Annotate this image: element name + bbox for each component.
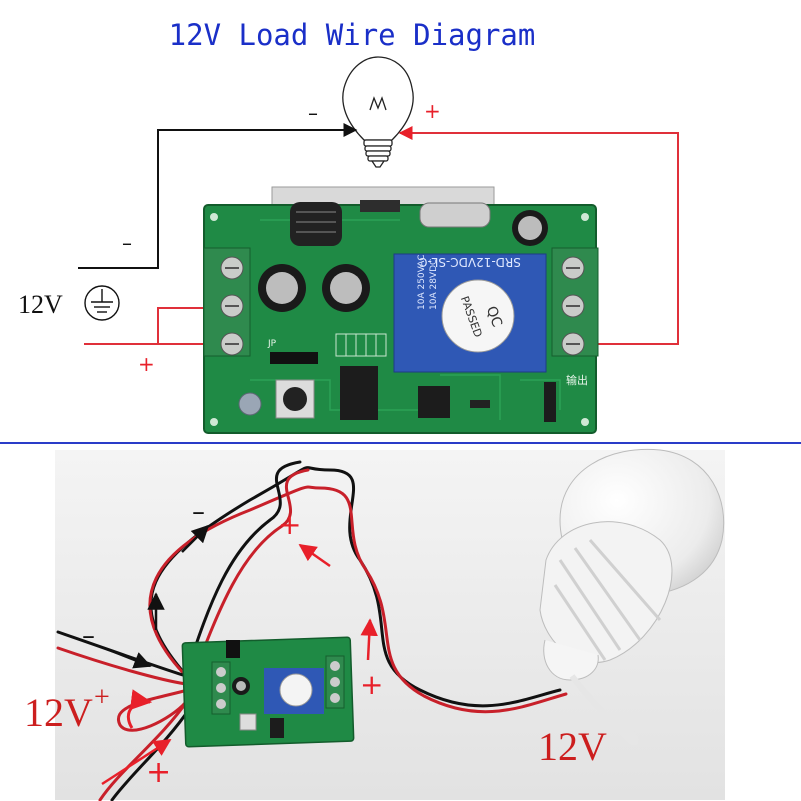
qc-passed-seal: QC PASSED [441, 279, 515, 353]
input-plus-label: + [138, 352, 155, 376]
output-terminal-block [551, 247, 599, 357]
capacitor-left [258, 264, 306, 312]
ground-icon [84, 285, 120, 321]
photo-voltage-right: 12V [538, 724, 607, 769]
small-ic [418, 386, 450, 418]
black-wire-to-lamp [78, 123, 358, 269]
photo-plus-right: + [360, 668, 383, 701]
decoder-ic [340, 366, 378, 420]
wire-pair-to-bulb [148, 460, 568, 714]
antenna-coil [290, 202, 342, 246]
relay-model-text: SRD-12VDC-SL-C [419, 255, 521, 269]
jumper-label: JP [267, 339, 277, 349]
lamp-minus-label: – [308, 101, 318, 125]
seal-qc-text: QC [483, 304, 505, 329]
lamp-icon [342, 56, 414, 168]
pin-header [335, 333, 387, 357]
capacitor-right [322, 264, 370, 312]
light-bulb-photo [539, 448, 725, 746]
indicator-led [238, 392, 262, 416]
supply-voltage-label: 12V [18, 290, 63, 319]
top-wiring-schematic: 12V Load Wire Diagram – + – + 12V [18, 18, 679, 434]
receiver-pcb: SRD-12VDC-SL-C 10A 250VAC 10A 28VDC QC P… [203, 186, 599, 434]
input-minus-label: – [122, 231, 132, 255]
photo-plus-top: + [278, 508, 301, 541]
photo-voltage-left: 12V [24, 690, 93, 735]
crystal-oscillator [419, 202, 491, 228]
jumper-header [270, 352, 318, 364]
photo-minus-left: – [82, 621, 95, 651]
photo-minus-top: – [192, 497, 205, 527]
wire-pair-input [56, 630, 192, 801]
photo-plus-sup: + [94, 682, 110, 713]
bottom-photo-illustration: – + – + 12V + + 12V [24, 448, 725, 801]
receiver-pcb-photo [181, 636, 355, 748]
current-arrows [101, 524, 378, 786]
capacitor-small [512, 210, 548, 246]
photo-plus-bottom: + [146, 755, 171, 790]
diagram-title: 12V Load Wire Diagram [169, 18, 536, 52]
relay-rating-2: 10A 28VDC [429, 259, 439, 310]
output-label: 输出 [566, 373, 588, 387]
lamp-plus-label: + [424, 99, 441, 123]
red-wire-to-lamp [398, 126, 679, 345]
input-terminal-block [203, 247, 251, 357]
learn-button [275, 379, 315, 419]
relay-rating-1: 10A 250VAC [417, 254, 427, 310]
